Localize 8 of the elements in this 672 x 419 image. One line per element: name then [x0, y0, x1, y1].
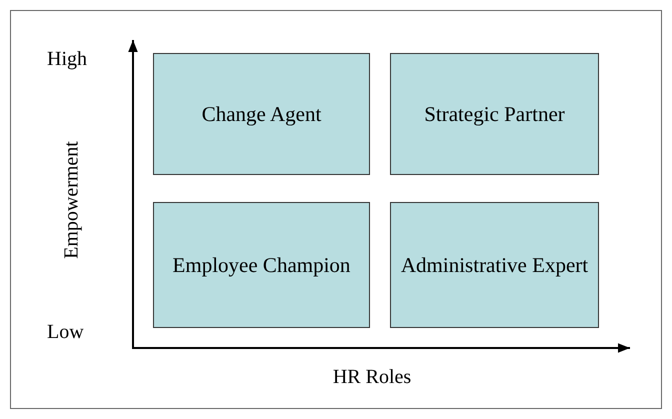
- quadrant-box: Administrative Expert: [390, 202, 599, 328]
- axis-tick-label: Low: [47, 321, 84, 344]
- quadrant-box: Change Agent: [153, 53, 370, 175]
- axis-tick-label: High: [47, 48, 87, 71]
- axis-title: HR Roles: [332, 366, 412, 389]
- axis-title: Empowerment: [60, 141, 84, 259]
- quadrant-box: Strategic Partner: [390, 53, 599, 175]
- quadrant-box: Employee Champion: [153, 202, 370, 328]
